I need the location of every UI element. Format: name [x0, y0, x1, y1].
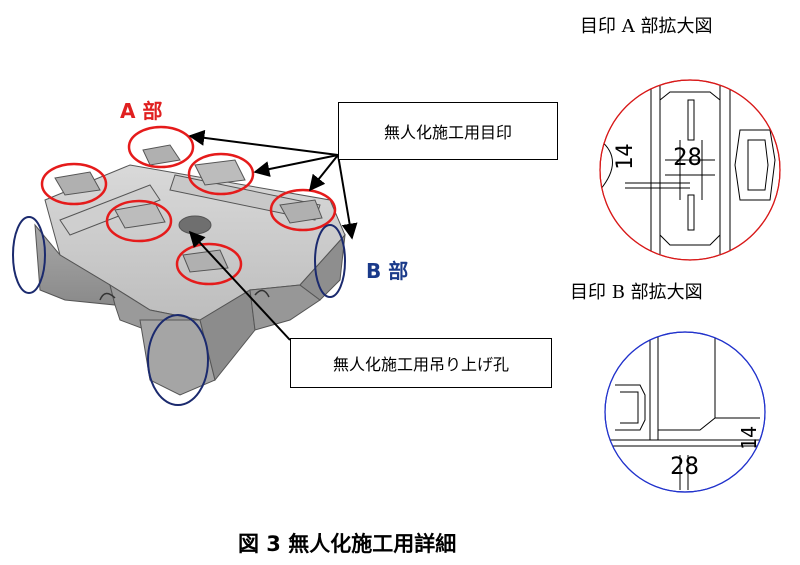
figure-caption: 図 3 無人化施工用詳細: [238, 532, 457, 556]
marker-callout-box: 無人化施工用目印: [338, 102, 558, 160]
detail-b-drawing: [604, 331, 766, 493]
marker-ellipse-a3: [187, 152, 255, 196]
marker-ellipse-b2: [314, 224, 346, 298]
detail-b-dim-14: 14: [737, 425, 761, 450]
detail-a-title: 目印 A 部拡大図: [580, 16, 713, 37]
part-b-markers: [12, 216, 346, 406]
detail-b-dim-28: 28: [670, 452, 699, 480]
marker-ellipse-a1: [127, 125, 195, 169]
marker-ellipse-b1: [12, 216, 46, 294]
detail-a-drawing: [599, 79, 781, 261]
part-a-markers: [40, 125, 337, 286]
detail-b-title: 目印 B 部拡大図: [570, 282, 703, 303]
detail-a-dim-14: 14: [613, 143, 638, 171]
detail-a-dim-28: 28: [673, 143, 702, 171]
part-b-label: B 部: [366, 259, 409, 283]
marker-ellipse-a6: [175, 242, 243, 286]
marker-ellipse-b3: [147, 314, 209, 406]
marker-callout-text: 無人化施工用目印: [383, 123, 512, 142]
lift-hole-callout-box: 無人化施工用吊り上げ孔: [290, 338, 552, 388]
lift-hole-callout-text: 無人化施工用吊り上げ孔: [332, 355, 509, 374]
marker-ellipse-a2: [40, 162, 108, 206]
marker-ellipse-a4: [105, 199, 173, 243]
marker-ellipse-a5: [269, 188, 337, 232]
callout-arrows: [188, 129, 358, 341]
part-a-label: A 部: [120, 99, 163, 123]
